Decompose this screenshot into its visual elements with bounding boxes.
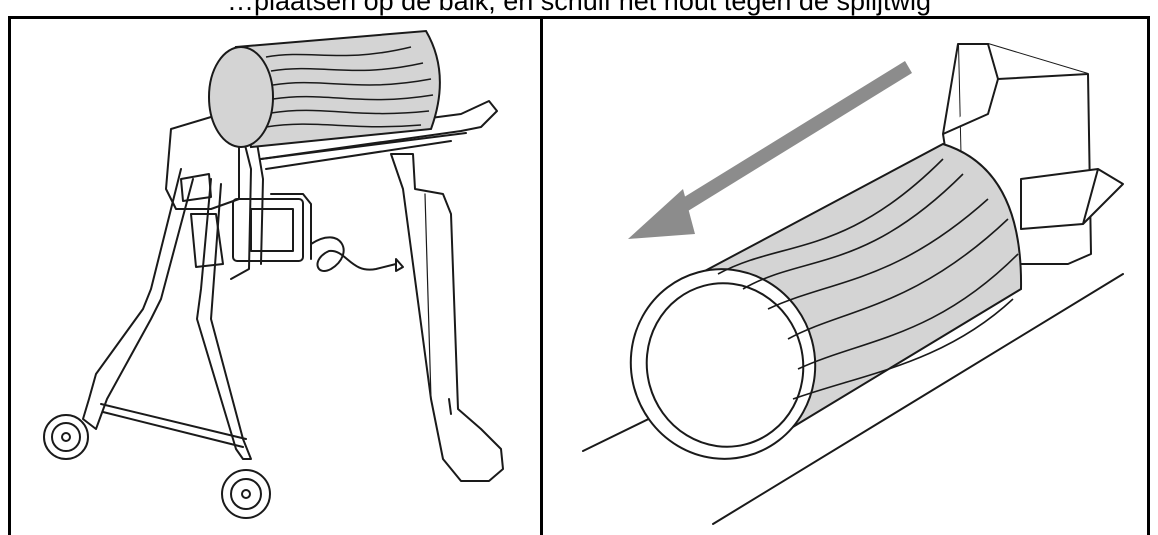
- cropped-caption-text: …plaatsen op de balk, en schuif het hout…: [227, 0, 931, 16]
- figure-right-log-wedge: [543, 19, 1147, 535]
- wheel-left: [43, 414, 89, 460]
- figure-frame: [8, 16, 1150, 535]
- front-leg-left: [82, 168, 194, 430]
- rear-leg: [390, 153, 504, 482]
- rail-lower: [712, 273, 1124, 525]
- log-on-splitter: [208, 29, 441, 149]
- front-leg-right: [196, 178, 252, 460]
- panel-divider: [540, 16, 543, 535]
- direction-arrow-left-icon: [628, 61, 912, 239]
- log-pushed-against-wedge-icon: [582, 43, 1124, 525]
- lower-crossbar: [100, 403, 247, 448]
- motor-box: [232, 198, 304, 262]
- figure-left-log-splitter: [11, 19, 540, 535]
- power-cord: [310, 236, 397, 272]
- log: [629, 142, 1023, 460]
- log-splitter-with-log-icon: [43, 29, 504, 519]
- wheel-right: [221, 469, 271, 519]
- top-rail: [255, 100, 498, 160]
